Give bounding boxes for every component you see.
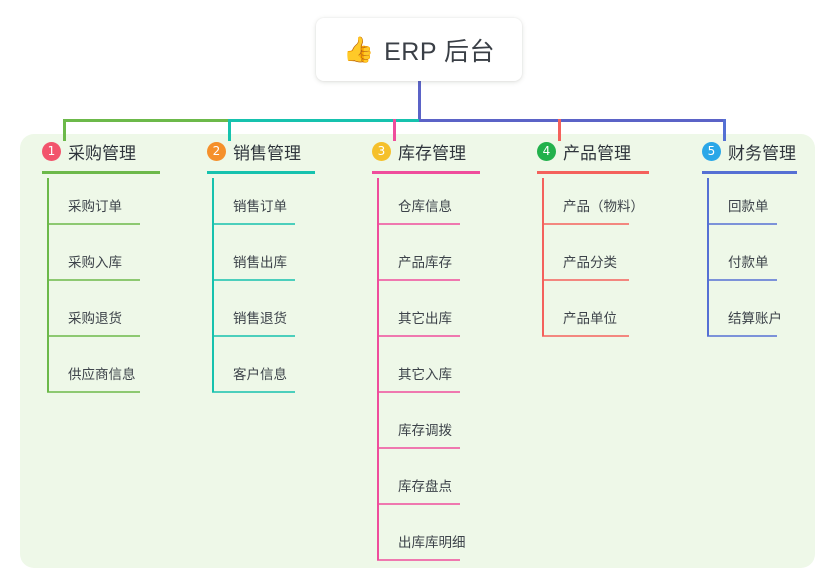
list-item-underline — [377, 391, 460, 393]
list-item-underline — [212, 223, 295, 225]
list-item-label: 销售出库 — [233, 255, 287, 270]
list-item-label: 供应商信息 — [68, 367, 136, 382]
root-node-erp-backend[interactable]: 👍 ERP 后台 — [316, 18, 522, 81]
list-item-underline — [542, 279, 629, 281]
list-item-label: 销售退货 — [233, 311, 287, 326]
list-item-label: 仓库信息 — [398, 199, 452, 214]
column-header-underline — [207, 171, 315, 174]
list-item-label: 其它入库 — [398, 367, 452, 382]
list-item-label: 采购退货 — [68, 311, 122, 326]
column-spine — [212, 178, 214, 392]
list-item-label: 回款单 — [728, 199, 769, 214]
column-title-label: 库存管理 — [398, 144, 466, 163]
list-item-label: 库存调拨 — [398, 423, 452, 438]
list-item-underline — [47, 391, 140, 393]
column-spine — [377, 178, 379, 560]
column-badge-3: 3 — [372, 142, 391, 161]
column-badge-5: 5 — [702, 142, 721, 161]
list-item-underline — [377, 503, 460, 505]
column-drop-库存管理 — [393, 119, 396, 141]
list-item-label: 产品（物料） — [563, 199, 644, 214]
column-spine — [542, 178, 544, 336]
list-item-label: 产品单位 — [563, 311, 617, 326]
list-item-underline — [47, 335, 140, 337]
list-item-label: 产品分类 — [563, 255, 617, 270]
list-item-label: 客户信息 — [233, 367, 287, 382]
column-drop-产品管理 — [558, 119, 561, 141]
root-node-label: ERP 后台 — [384, 37, 496, 66]
list-item-underline — [47, 279, 140, 281]
column-title-label: 采购管理 — [68, 144, 136, 163]
list-item-underline — [377, 223, 460, 225]
column-drop-采购管理 — [63, 119, 66, 141]
list-item-underline — [377, 447, 460, 449]
list-item-label: 其它出库 — [398, 311, 452, 326]
column-title-label: 产品管理 — [563, 144, 631, 163]
column-badge-1: 1 — [42, 142, 61, 161]
column-spine — [47, 178, 49, 392]
column-spine — [707, 178, 709, 336]
bus-segment-1 — [228, 119, 422, 122]
bus-segment-2 — [419, 119, 561, 122]
column-badge-2: 2 — [207, 142, 226, 161]
bus-segment-0 — [63, 119, 231, 122]
list-item-underline — [707, 335, 777, 337]
list-item-underline — [47, 223, 140, 225]
list-item-underline — [542, 223, 629, 225]
list-item-underline — [542, 335, 629, 337]
list-item-label: 出库库明细 — [398, 535, 466, 550]
list-item-underline — [212, 335, 295, 337]
list-item-label: 付款单 — [728, 255, 769, 270]
thumbs-up-icon: 👍 — [342, 35, 375, 64]
list-item-label: 采购入库 — [68, 255, 122, 270]
list-item-underline — [377, 559, 460, 561]
list-item-underline — [212, 279, 295, 281]
list-item-underline — [377, 279, 460, 281]
list-item-underline — [212, 391, 295, 393]
root-stem-connector — [418, 81, 421, 122]
list-item-label: 采购订单 — [68, 199, 122, 214]
list-item-underline — [377, 335, 460, 337]
list-item-underline — [707, 279, 777, 281]
list-item-underline — [707, 223, 777, 225]
column-drop-销售管理 — [228, 119, 231, 141]
column-badge-4: 4 — [537, 142, 556, 161]
bus-segment-3 — [558, 119, 726, 122]
column-header-underline — [702, 171, 797, 174]
list-item-label: 库存盘点 — [398, 479, 452, 494]
content-panel — [20, 134, 815, 568]
list-item-label: 销售订单 — [233, 199, 287, 214]
column-title-label: 财务管理 — [728, 144, 796, 163]
list-item-label: 结算账户 — [728, 311, 782, 326]
column-title-label: 销售管理 — [233, 144, 301, 163]
column-header-underline — [537, 171, 649, 174]
column-header-underline — [42, 171, 160, 174]
column-drop-财务管理 — [723, 119, 726, 141]
column-header-underline — [372, 171, 480, 174]
list-item-label: 产品库存 — [398, 255, 452, 270]
